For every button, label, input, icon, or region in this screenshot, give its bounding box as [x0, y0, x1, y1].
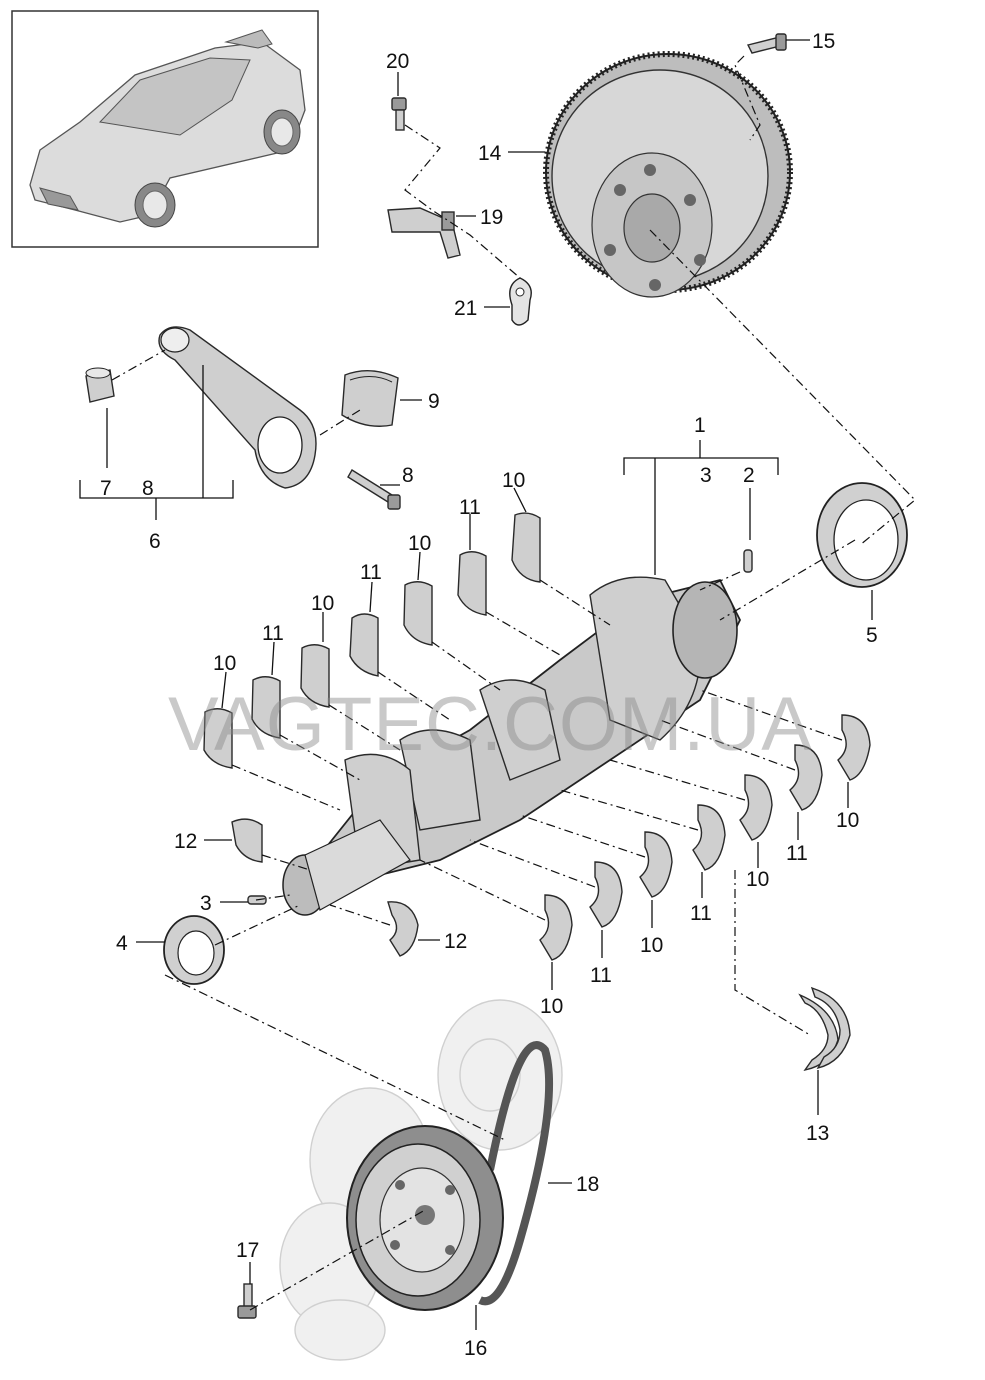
- callout-18: 18: [576, 1173, 599, 1196]
- callout-7: 7: [100, 477, 112, 500]
- callout-11-lower-a: 11: [786, 842, 808, 865]
- car-thumbnail-icon: [29, 29, 306, 228]
- connecting-rod-icon: [158, 326, 317, 489]
- callout-10-upper-d: 10: [213, 652, 236, 675]
- callout-19: 19: [480, 206, 503, 229]
- flange-bearing-shells: [231, 818, 419, 957]
- callout-12-left: 12: [174, 830, 197, 853]
- callout-8-bolt: 8: [402, 464, 414, 487]
- callout-21: 21: [454, 297, 477, 320]
- vehicle-thumbnail: [11, 10, 319, 248]
- flywheel-icon: [543, 51, 793, 298]
- drive-belt-icon: [478, 1041, 554, 1306]
- callout-3-left: 3: [200, 892, 212, 915]
- sensor-bolt-icon: [391, 97, 407, 131]
- callout-11-upper-c: 11: [262, 622, 284, 645]
- callout-20: 20: [386, 50, 409, 73]
- callout-15: 15: [812, 30, 835, 53]
- crankshaft-icon: [282, 576, 742, 916]
- callout-2: 2: [743, 464, 755, 487]
- callout-13: 13: [806, 1122, 829, 1145]
- rod-bearing-shell-icon: [341, 370, 399, 427]
- callout-10-upper-a: 10: [502, 469, 525, 492]
- callout-9: 9: [428, 390, 440, 413]
- leader-lines: [79, 39, 873, 1330]
- callout-10-upper-b: 10: [408, 532, 431, 555]
- callout-8-bracket: 8: [142, 477, 154, 500]
- vibration-damper-icon: [346, 1125, 504, 1311]
- callout-11-upper-b: 11: [360, 561, 382, 584]
- main-bearing-shells-upper: [203, 512, 541, 769]
- dowel-pin-icon: [743, 549, 753, 573]
- callout-17: 17: [236, 1239, 259, 1262]
- small-end-bushing-icon: [85, 367, 115, 403]
- rod-bolt-icon: [347, 469, 401, 510]
- rear-oil-seal-icon: [816, 482, 908, 588]
- main-bearing-shells-lower: [539, 714, 871, 961]
- assembly-lines: [111, 55, 916, 1311]
- callout-5: 5: [866, 624, 878, 647]
- callout-3: 3: [700, 464, 712, 487]
- thrust-washer-icon: [798, 986, 851, 1072]
- callout-1: 1: [694, 414, 706, 437]
- callout-10-lower-d: 10: [540, 995, 563, 1018]
- callout-16: 16: [464, 1337, 487, 1360]
- callout-labels: 1 3 2 5 14 15 20 19 21 9 8 7 8 6 10 11 1…: [100, 30, 878, 1360]
- callout-10-lower-a: 10: [836, 809, 859, 832]
- callout-6: 6: [149, 530, 161, 553]
- callout-11-upper-a: 11: [459, 496, 481, 519]
- callout-12-right: 12: [444, 930, 467, 953]
- damper-bolt-icon: [237, 1283, 257, 1319]
- speed-sensor-icon: [387, 207, 461, 259]
- gasket-icon: [509, 277, 532, 326]
- front-oil-seal-icon: [163, 915, 225, 985]
- callout-10-upper-c: 10: [311, 592, 334, 615]
- callout-10-lower-c: 10: [640, 934, 663, 957]
- flywheel-bolt-icon: [746, 33, 787, 54]
- callout-14: 14: [478, 142, 502, 165]
- callout-10-lower-b: 10: [746, 868, 769, 891]
- callout-4: 4: [116, 932, 128, 955]
- watermark-text: VAGTEC.COM.UA: [168, 682, 813, 767]
- callout-11-lower-b: 11: [690, 902, 712, 925]
- callout-11-lower-c: 11: [590, 964, 612, 987]
